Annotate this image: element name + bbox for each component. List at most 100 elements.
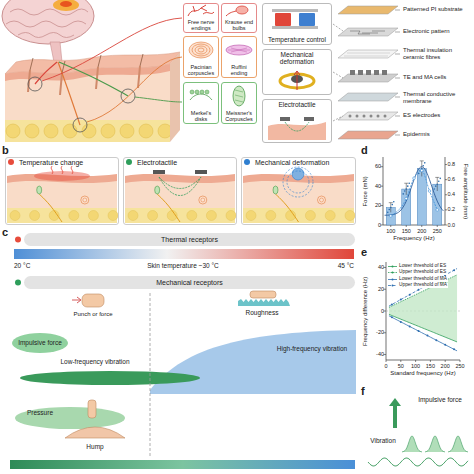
motion-arrow (294, 71, 300, 90)
function-panel-text: Temperature control (264, 36, 330, 43)
stimulus-label: Hump (80, 443, 110, 450)
fat-cell (101, 124, 115, 138)
ma-point (418, 330, 420, 332)
axis-tick: 60 (369, 163, 381, 169)
category-dot (15, 237, 21, 243)
axis-tick: 200 (437, 363, 453, 369)
rough-surface (238, 299, 290, 306)
legend-line (388, 285, 397, 286)
category-dot (126, 159, 132, 165)
temperature-scale (14, 249, 354, 259)
ma-point (435, 339, 437, 341)
ma-point (409, 325, 411, 327)
pacinian-icon (198, 48, 204, 52)
ma-point (391, 303, 393, 305)
te-cell (382, 70, 387, 75)
receptor-box: Meissner's Corpuscles (221, 82, 257, 124)
axis-tick: 0.4 (448, 191, 462, 197)
data-dot (393, 201, 395, 203)
axis-title: Frequency difference (Hz) (362, 266, 369, 356)
pacinian-icon (189, 42, 213, 58)
te-cell (350, 70, 355, 75)
receptor-site (121, 89, 135, 103)
leader-line (395, 116, 400, 117)
force-fit (385, 167, 444, 216)
ma-point (453, 348, 455, 350)
axis-tick: 0.2 (448, 206, 462, 212)
legend-sample (388, 283, 397, 288)
legend-sample (388, 264, 397, 269)
axis-tick: 0.0 (448, 222, 462, 228)
panel-letter: d (361, 144, 371, 157)
ma-lower (389, 316, 457, 351)
axis-tick: 250 (429, 228, 445, 234)
ma-point (453, 269, 455, 271)
meissner-icon (155, 186, 160, 194)
brain-activation (53, 0, 79, 11)
legend-line (388, 279, 397, 280)
stimulus-label: Roughness (237, 309, 287, 316)
temperature-label: 20 °C (14, 262, 54, 269)
brain-fold (6, 21, 86, 27)
electrode-icon (304, 117, 314, 121)
data-dot (424, 162, 426, 164)
skin-fat (5, 120, 170, 142)
data-dot (404, 190, 406, 192)
hump-icon (65, 427, 125, 438)
dashed-link (333, 24, 343, 31)
data-dot (435, 185, 437, 187)
function-panel-text: Electrotactile (264, 101, 330, 108)
te-cell (358, 70, 363, 75)
fat-cell (128, 211, 138, 221)
tick-mark (390, 225, 391, 227)
axis-title: Free amplitude (mm) (463, 156, 470, 226)
layer-sheet (338, 6, 398, 14)
fat-cell (148, 211, 158, 221)
es-electrode (356, 115, 359, 118)
tick-mark (400, 360, 401, 362)
mode-panel-text: Electrotactile (137, 159, 235, 167)
hair (30, 58, 33, 70)
pacinian-icon (83, 198, 87, 202)
skin-side (170, 52, 180, 142)
bottom-plate (272, 26, 318, 29)
mode-panel: Mechanical deformation (241, 157, 356, 225)
layer-label: Electronic pattern (403, 28, 471, 35)
data-dot (422, 165, 424, 167)
circuit-traces (350, 31, 385, 34)
fist-icon (82, 294, 104, 307)
tick-mark (445, 209, 447, 210)
receptor-site (28, 77, 42, 91)
receptor-box-text: Pacinian corpuscles (185, 64, 217, 76)
es-upper (389, 275, 457, 308)
mode-panel-text: Mechanical deformation (255, 159, 354, 167)
fat-cell (88, 211, 98, 221)
amplitude-point (428, 190, 431, 193)
heat-glow (34, 171, 90, 181)
top-plate (272, 9, 318, 12)
data-dot (439, 178, 441, 180)
merkel-disk-icon (200, 90, 204, 94)
fat-cell (266, 211, 276, 221)
legend-line (388, 266, 397, 267)
tick-mark (430, 360, 431, 362)
te-cell (366, 70, 371, 75)
mode-panel-text: Temperature change (19, 159, 117, 167)
heat-wave (51, 166, 53, 174)
layer-sheet (338, 131, 398, 139)
nerve-fiber (35, 62, 57, 84)
merkel-fibre (190, 94, 212, 100)
receptor-band-text: Mechanical receptors (25, 279, 354, 287)
ma-point (391, 316, 393, 318)
electrode-icon (153, 170, 165, 174)
strain-ring (287, 171, 309, 193)
axis-tick: 0.6 (448, 176, 462, 182)
ma-point (400, 321, 402, 323)
receptor-site (73, 118, 87, 132)
mode-panel: Electrotactile (123, 157, 237, 225)
stimulus-label: Impulsive force (410, 396, 470, 403)
nerve-fiber (59, 62, 128, 96)
impulsive-region (12, 333, 68, 353)
brain-activation (60, 1, 72, 7)
stimulus-label: Impulsive force (12, 339, 68, 346)
